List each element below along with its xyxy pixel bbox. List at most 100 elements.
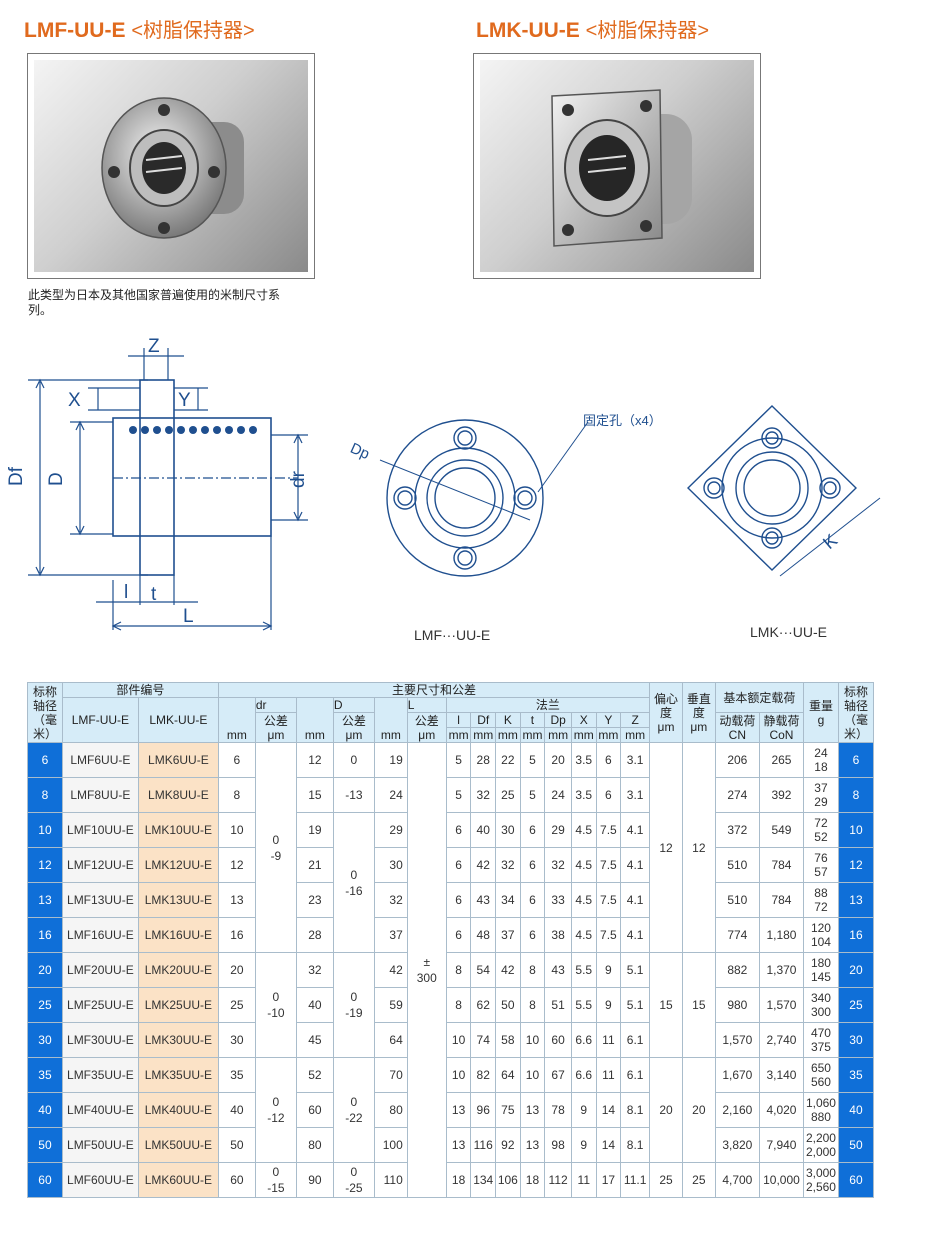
cell-dr: 50 — [217, 1127, 256, 1163]
cell-l: 30 — [373, 847, 408, 883]
cell-lmf-part: LMF16UU-E — [61, 917, 139, 953]
cell-dynamic-load: 206 — [714, 742, 760, 778]
cell-flange-x: 6.6 — [570, 1022, 597, 1058]
cell-dynamic-load: 372 — [714, 812, 760, 848]
lmk-product-photo — [473, 53, 761, 279]
cell-nominal-right: 20 — [837, 952, 875, 988]
col-static-load: 静载荷 CoN — [758, 712, 805, 743]
cell-lmf-part: LMF60UU-E — [61, 1162, 139, 1198]
cell-dr: 10 — [217, 812, 256, 848]
cell-flange-k: 30 — [495, 812, 521, 848]
cell-nominal: 60 — [27, 1162, 63, 1198]
cell-flange-z: 5.1 — [620, 952, 651, 988]
cell-l: 19 — [373, 742, 408, 778]
cell-static-load: 549 — [758, 812, 805, 848]
cell-d: 60 — [295, 1092, 334, 1128]
cell-flange-l: 10 — [445, 1022, 472, 1058]
cell-flange-z: 4.1 — [620, 882, 651, 918]
cell-flange-x: 9 — [570, 1092, 597, 1128]
cell-d: 28 — [295, 917, 334, 953]
cell-static-load: 3,140 — [758, 1057, 805, 1093]
cell-lmk-part: LMK35UU-E — [137, 1057, 219, 1093]
cell-lmk-part: LMK40UU-E — [137, 1092, 219, 1128]
cell-d: 80 — [295, 1127, 334, 1163]
col-fl-unit: mm — [445, 727, 472, 743]
fix-hole-label: 固定孔（x4） — [583, 413, 662, 428]
col-dynamic-load: 动载荷 CN — [714, 712, 760, 743]
cell-l: 64 — [373, 1022, 408, 1058]
cell-flange-df: 96 — [470, 1092, 497, 1128]
lmf-title: LMF-UU-E <树脂保持器> — [24, 14, 255, 43]
cell-d: 40 — [295, 987, 334, 1023]
cell-nominal: 50 — [27, 1127, 63, 1163]
cell-nominal-right: 8 — [837, 777, 875, 813]
cell-flange-k: 37 — [495, 917, 521, 953]
cell-flange-dp: 67 — [544, 1057, 572, 1093]
cell-nominal: 13 — [27, 882, 63, 918]
dim-l-small: l — [124, 582, 128, 603]
cell-flange-y: 11 — [595, 1057, 622, 1093]
cell-flange-z: 11.1 — [620, 1162, 651, 1198]
cell-flange-df: 32 — [470, 777, 497, 813]
cell-d-tolerance: 0-22 — [332, 1057, 375, 1163]
cell-static-load: 265 — [758, 742, 805, 778]
cell-static-load: 2,740 — [758, 1022, 805, 1058]
cell-flange-df: 54 — [470, 952, 497, 988]
cell-flange-x: 4.5 — [570, 847, 597, 883]
cell-flange-l: 6 — [445, 917, 472, 953]
cell-nominal: 16 — [27, 917, 63, 953]
cell-dr-tolerance: 0-15 — [254, 1162, 297, 1198]
cell-flange-y: 7.5 — [595, 847, 622, 883]
cell-flange-k: 75 — [495, 1092, 521, 1128]
dim-d: D — [46, 472, 67, 486]
cell-flange-y: 9 — [595, 987, 622, 1023]
cell-l: 80 — [373, 1092, 408, 1128]
cell-flange-l: 6 — [445, 882, 472, 918]
cell-nominal-right: 30 — [837, 1022, 875, 1058]
cell-flange-l: 13 — [445, 1127, 472, 1163]
cell-l: 42 — [373, 952, 408, 988]
cell-flange-x: 3.5 — [570, 777, 597, 813]
cell-dynamic-load: 1,670 — [714, 1057, 760, 1093]
cell-lmf-part: LMF10UU-E — [61, 812, 139, 848]
col-d-header: D — [332, 697, 375, 713]
cell-flange-t: 18 — [519, 1162, 546, 1198]
cell-flange-t: 6 — [519, 812, 546, 848]
cell-flange-l: 6 — [445, 812, 472, 848]
col-load-header: 基本额定载荷 — [714, 682, 805, 713]
cell-flange-t: 13 — [519, 1092, 546, 1128]
cell-flange-x: 6.6 — [570, 1057, 597, 1093]
cell-l: 70 — [373, 1057, 408, 1093]
cell-lmf-part: LMF40UU-E — [61, 1092, 139, 1128]
dim-t: t — [151, 584, 157, 605]
cell-nominal: 8 — [27, 777, 63, 813]
cell-flange-y: 7.5 — [595, 812, 622, 848]
series-description: 此类型为日本及其他国家普遍使用的米制尺寸系列。 — [28, 288, 281, 317]
col-ft: t — [519, 712, 546, 728]
cell-lmk-part: LMK25UU-E — [137, 987, 219, 1023]
cell-flange-z: 4.1 — [620, 812, 651, 848]
cell-d: 23 — [295, 882, 334, 918]
cell-dr: 25 — [217, 987, 256, 1023]
col-lmf-header: LMF-UU-E — [61, 697, 139, 743]
lmk-diagram-caption: LMK···UU-E — [750, 624, 827, 640]
cell-nominal-right: 25 — [837, 987, 875, 1023]
cell-nominal-right: 35 — [837, 1057, 875, 1093]
col-l-header: L — [406, 697, 447, 713]
cell-l: 100 — [373, 1127, 408, 1163]
cell-dr: 16 — [217, 917, 256, 953]
cell-flange-x: 5.5 — [570, 952, 597, 988]
cell-d-tolerance: -13 — [332, 777, 375, 813]
cell-nominal: 12 — [27, 847, 63, 883]
cell-d: 32 — [295, 952, 334, 988]
cell-flange-z: 6.1 — [620, 1022, 651, 1058]
col-fz-unit: mm — [620, 727, 651, 743]
cell-flange-y: 7.5 — [595, 882, 622, 918]
